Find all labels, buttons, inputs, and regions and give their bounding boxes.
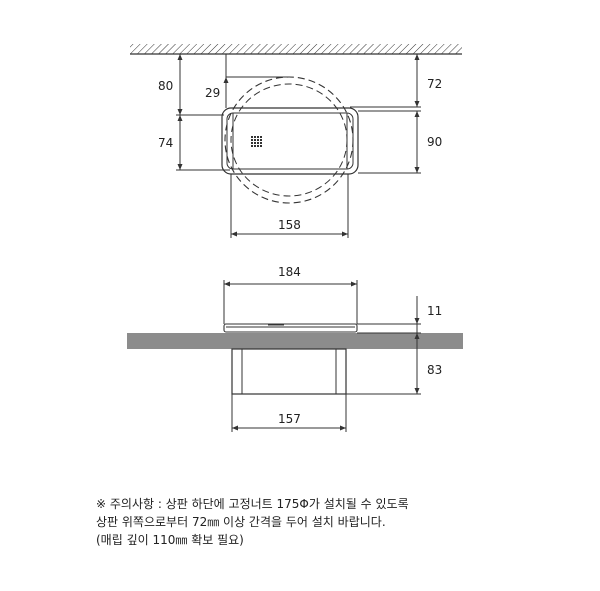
dim-80-label: 80 [158, 79, 173, 93]
countertop [127, 333, 463, 349]
dim-184-label: 184 [278, 265, 301, 279]
dim-157-label: 157 [278, 412, 301, 426]
dim-158-label: 158 [278, 218, 301, 232]
dim-83-label: 83 [427, 363, 442, 377]
dim-29-label: 29 [205, 86, 220, 100]
dimension-arrows [224, 281, 420, 431]
dim-11-label: 11 [427, 304, 442, 318]
top-view: 80 74 29 72 90 158 [130, 44, 462, 238]
device-housing-inner [226, 112, 354, 170]
fixing-nut-circle-inner [230, 83, 348, 197]
side-view: 184 11 83 157 [127, 265, 463, 432]
dim-72-label: 72 [427, 77, 442, 91]
dim-74-label: 74 [158, 136, 173, 150]
caution-note-line-3: (매립 깊이 110㎜ 확보 필요) [96, 533, 244, 547]
ceiling-hatch [130, 44, 462, 54]
embedded-body [231, 348, 347, 395]
speaker-grille [251, 136, 262, 147]
dimension-arrows [177, 54, 420, 237]
caution-note-line-2: 상판 위쪽으로부터 72㎜ 이상 간격을 두어 설치 바랍니다. [96, 515, 386, 529]
device-housing-outer [221, 107, 359, 175]
top-plate [223, 323, 358, 333]
caution-note-line-1: ※ 주의사항 : 상판 하단에 고정너트 175Φ가 설치될 수 있도록 [96, 497, 409, 511]
dim-90-label: 90 [427, 135, 442, 149]
fixing-nut-circle [224, 76, 354, 204]
